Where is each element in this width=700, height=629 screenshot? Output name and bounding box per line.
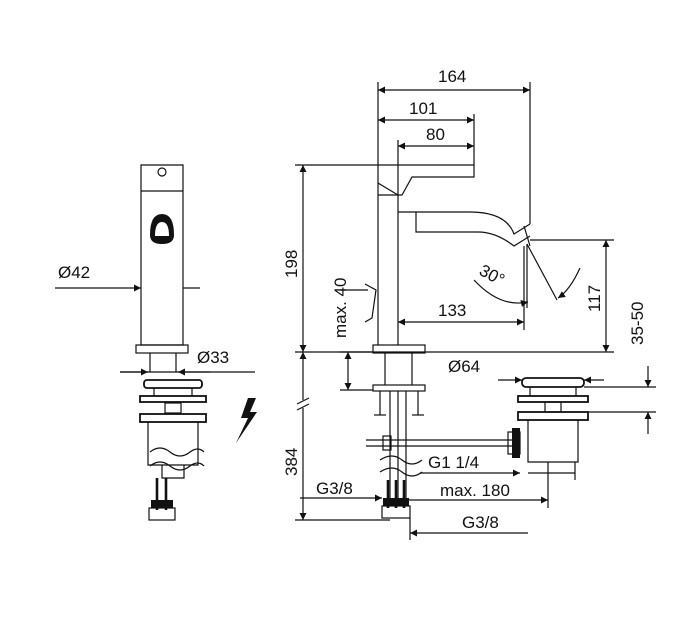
dim-117-label: 117 — [585, 285, 604, 312]
dim-35-50-label: 35-50 — [628, 302, 647, 345]
dim-phi33-label: Ø33 — [197, 348, 229, 367]
dim-133-label: 133 — [438, 301, 466, 320]
dim-198-label: 198 — [282, 250, 301, 278]
dim-max180-label: max. 180 — [440, 481, 510, 500]
lightning-bolt-icon — [236, 398, 257, 443]
dim-164-label: 164 — [438, 67, 466, 86]
dim-g114-label: G1 1/4 — [428, 453, 479, 472]
dim-g38-left-label: G3/8 — [316, 479, 353, 498]
dim-101-label: 101 — [409, 99, 437, 118]
dim-max40-label: max. 40 — [331, 278, 350, 338]
dim-phi42-label: Ø42 — [58, 263, 90, 282]
dimension-lines — [295, 82, 656, 540]
dim-phi64-label: Ø64 — [448, 357, 480, 376]
dim-384-label: 384 — [282, 448, 301, 476]
dim-angle-label: 30° — [476, 261, 508, 290]
dim-80-label: 80 — [426, 125, 445, 144]
dim-g38-bottom-label: G3/8 — [462, 513, 499, 532]
side-view — [55, 164, 255, 521]
